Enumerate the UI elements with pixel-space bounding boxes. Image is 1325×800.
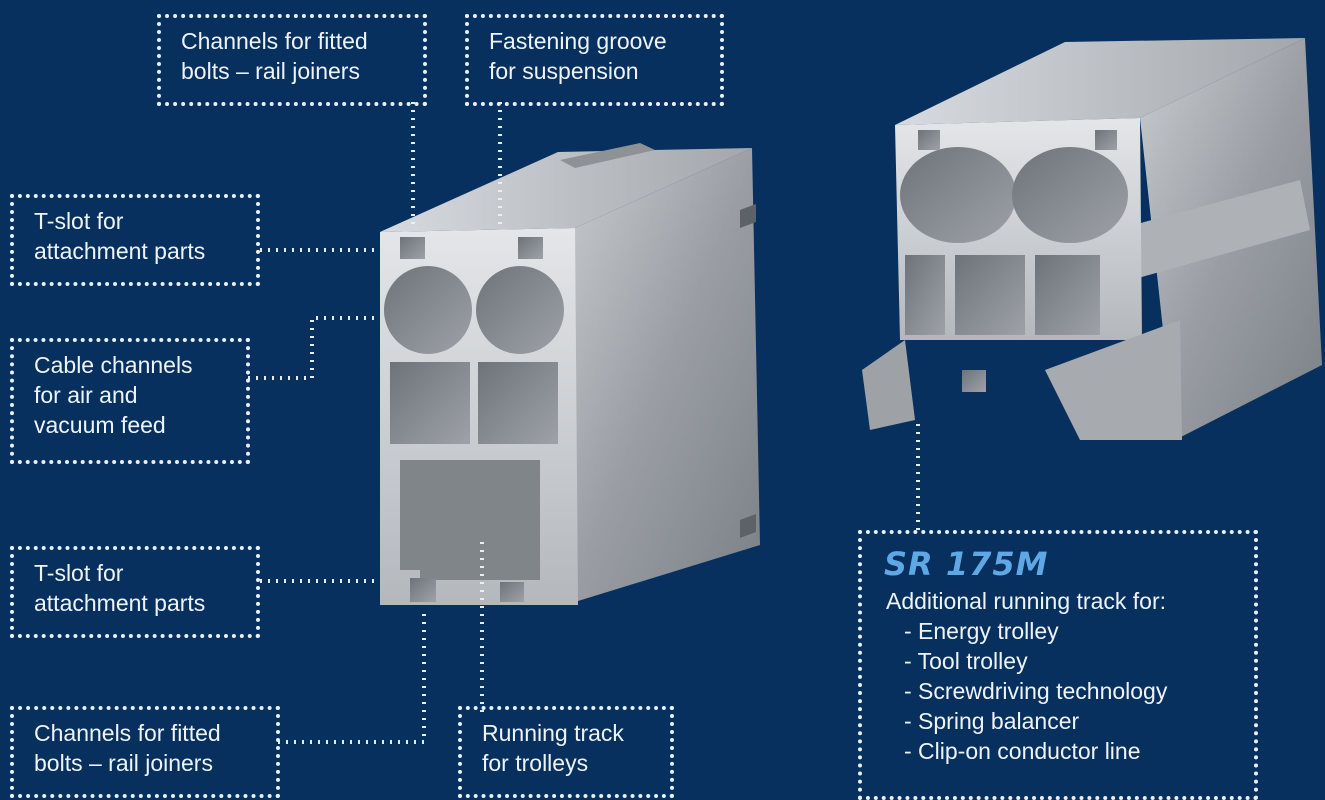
left-profile-top <box>380 148 752 232</box>
right-lower-tslot <box>962 370 986 392</box>
left-chamber-b <box>478 362 558 444</box>
left-profile-top-rail <box>560 143 655 168</box>
right-tslot-b <box>1095 130 1117 150</box>
right-oval-chamber-b <box>1012 147 1128 243</box>
sr175m-item: - Spring balancer <box>904 708 1080 734</box>
left-profile-side-groove <box>740 204 756 228</box>
left-profile-side-groove-low <box>740 514 756 538</box>
left-tslot-lower-a <box>410 578 436 602</box>
callout-text-line: bolts – rail joiners <box>181 58 360 84</box>
callout-tslot-lower: T-slot for attachment parts <box>10 546 260 638</box>
callout-text-line: attachment parts <box>34 590 206 616</box>
callout-text-line: for trolleys <box>482 750 589 776</box>
leader-bottom-left <box>278 612 426 744</box>
right-chamber-b <box>955 255 1025 335</box>
left-profile-side <box>565 148 760 605</box>
left-profile <box>380 143 760 605</box>
callout-text-line: T-slot for <box>34 208 124 234</box>
callout-text-line: Fastening groove <box>489 28 667 54</box>
callout-running-track: Running track for trolleys <box>458 706 674 798</box>
sr175m-item: - Clip-on conductor line <box>904 738 1141 764</box>
left-tslot-upper-b <box>518 237 543 259</box>
callout-text-line: T-slot for <box>34 560 124 586</box>
sr175m-item: - Energy trolley <box>904 618 1059 644</box>
right-profile <box>862 38 1322 440</box>
callout-text-line: for suspension <box>489 58 639 84</box>
sr175m-item: - Screwdriving technology <box>904 678 1168 704</box>
callout-text-line: Running track <box>482 720 624 746</box>
callout-text-line: vacuum feed <box>34 412 166 438</box>
left-chamber-a <box>390 362 470 444</box>
callout-text-line: for air and <box>34 382 138 408</box>
right-chamber-a <box>905 255 945 335</box>
right-profile-top <box>895 38 1305 125</box>
leader-lines <box>248 102 920 744</box>
right-running-track-left <box>862 340 915 430</box>
left-tslot-upper-a <box>400 237 425 259</box>
right-running-track-right <box>1045 320 1182 440</box>
leader-cable <box>248 316 380 380</box>
callout-text-line: Channels for fitted <box>181 28 368 54</box>
callout-text-line: Cable channels <box>34 352 193 378</box>
callout-sr175m: SR 175M Additional running track for: - … <box>858 530 1258 800</box>
left-tslot-lower-b <box>500 582 524 602</box>
callout-channels-bottom: Channels for fitted bolts – rail joiners <box>10 706 280 798</box>
callout-fastening-groove: Fastening groove for suspension <box>465 14 724 106</box>
sr175m-title: SR 175M <box>884 545 1049 583</box>
left-cable-channel-a <box>384 266 472 354</box>
callout-channels-top: Channels for fitted bolts – rail joiners <box>157 14 427 106</box>
callout-text-line: Channels for fitted <box>34 720 221 746</box>
left-trolley-track <box>400 460 540 580</box>
right-oval-chamber-a <box>900 147 1016 243</box>
right-chamber-c <box>1035 255 1100 335</box>
right-tslot-a <box>918 130 940 150</box>
callout-text-line: attachment parts <box>34 238 206 264</box>
callout-cable-channels: Cable channels for air and vacuum feed <box>10 338 250 464</box>
sr175m-lead: Additional running track for: <box>886 588 1166 614</box>
callout-tslot-upper: T-slot for attachment parts <box>10 194 260 286</box>
callout-text-line: bolts – rail joiners <box>34 750 213 776</box>
sr175m-item: - Tool trolley <box>904 648 1028 674</box>
left-cable-channel-b <box>476 266 564 354</box>
